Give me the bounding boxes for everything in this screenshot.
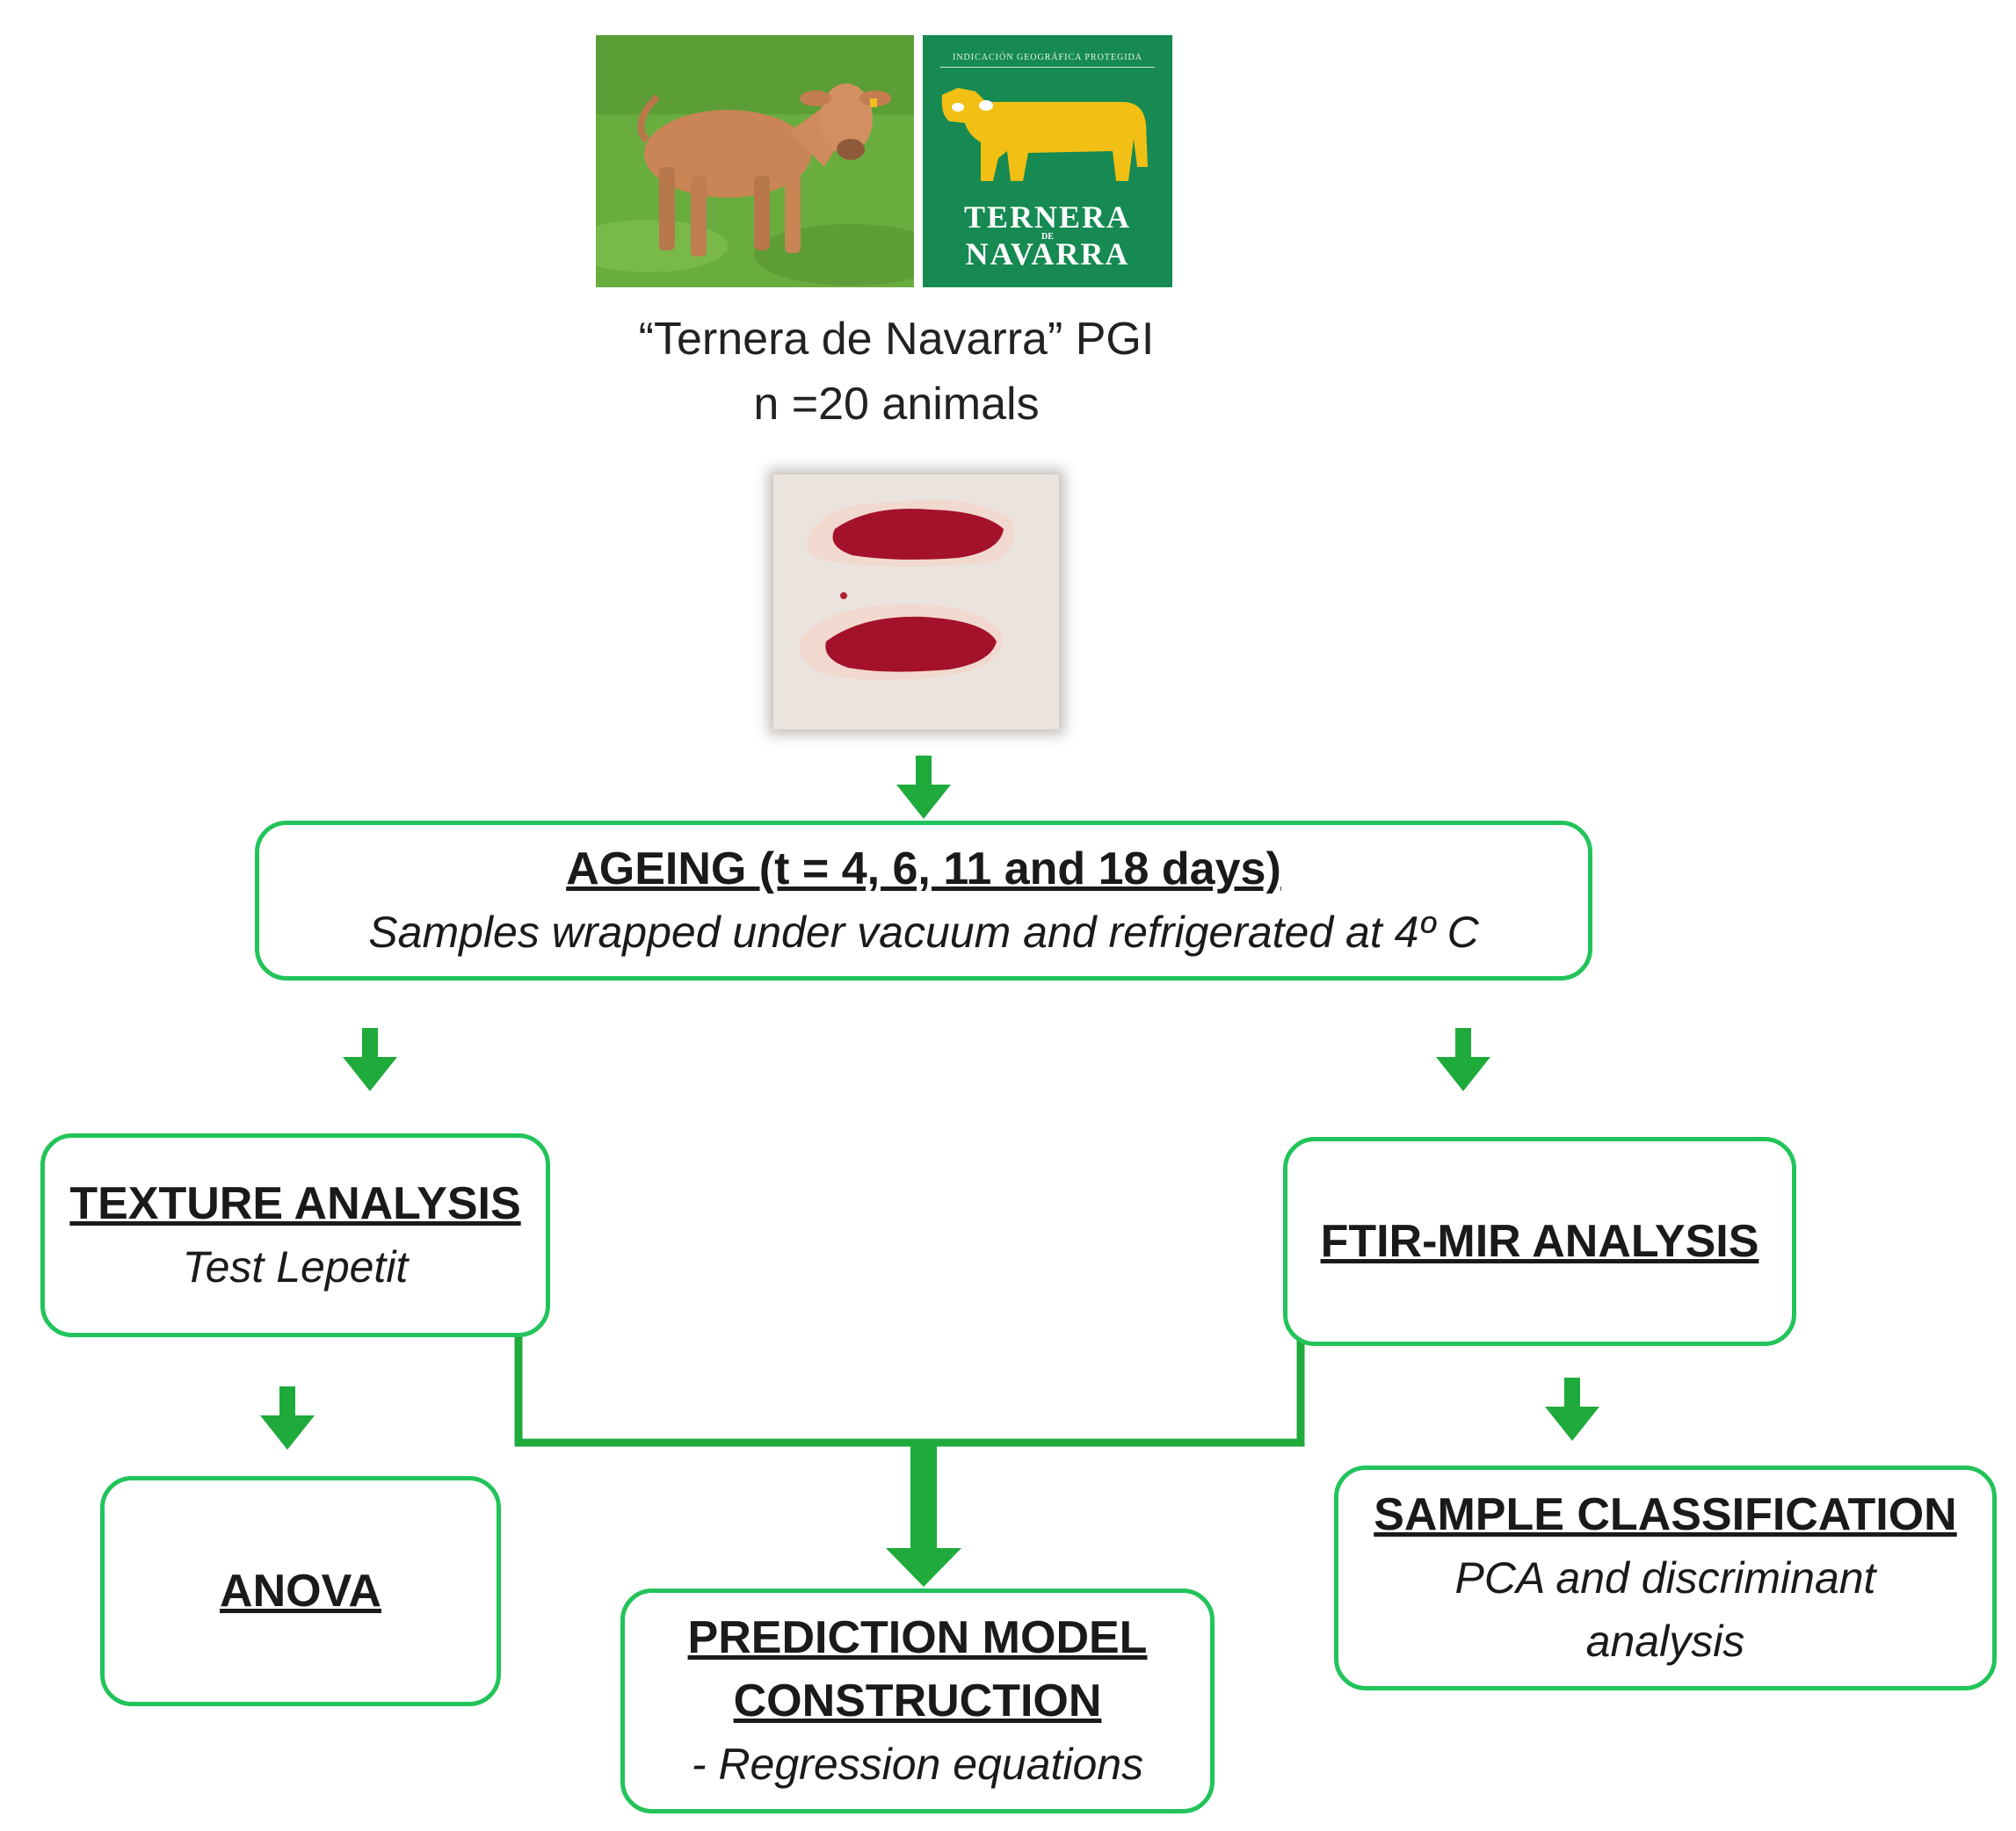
pgi-logo: INDICACIÓN GEOGRÁFICA PROTEGIDA TERNERA … (923, 35, 1172, 287)
ageing-subtitle: Samples wrapped under vacuum and refrige… (368, 908, 1479, 957)
caption-pgi: “Ternera de Navarra” PGI (638, 314, 1155, 365)
texture-subtitle: Test Lepetit (182, 1242, 409, 1292)
prediction-title-line2: CONSTRUCTION (733, 1675, 1102, 1726)
logo-text-line2: DE (1041, 232, 1054, 242)
texture-title: TEXTURE ANALYSIS (69, 1178, 521, 1229)
ageing-node: AGEING (t = 4, 6, 11 and 18 days) Sample… (255, 821, 1592, 981)
prediction-model-node: PREDICTION MODEL CONSTRUCTION - Regressi… (620, 1589, 1215, 1813)
arrow-down-icon (260, 1386, 315, 1450)
prediction-subtitle: - Regression equations (691, 1740, 1144, 1789)
ftir-analysis-node: FTIR-MIR ANALYSIS (1283, 1137, 1796, 1346)
logo-text-line1: TERNERA (963, 199, 1132, 235)
ageing-title: AGEING (t = 4, 6, 11 and 18 days) (566, 843, 1281, 894)
arrow-down-icon (343, 1028, 397, 1091)
caption-animals: n =20 animals (753, 379, 1040, 430)
anova-node: ANOVA (100, 1476, 501, 1706)
merge-connector (514, 1335, 1305, 1447)
sample-title: SAMPLE CLASSIFICATION (1374, 1489, 1957, 1540)
ftir-title: FTIR-MIR ANALYSIS (1320, 1216, 1759, 1267)
arrow-down-icon (1436, 1028, 1490, 1091)
arrow-down-icon (1545, 1378, 1599, 1441)
arrow-down-icon (896, 756, 951, 819)
calf-illustration (596, 35, 914, 287)
arrow-down-icon (886, 1443, 961, 1587)
meat-photo (773, 474, 1059, 729)
calf-photo (596, 35, 914, 287)
sample-subtitle-line2: analysis (1585, 1617, 1745, 1666)
sample-subtitle-line1: PCA and discriminant (1454, 1553, 1876, 1603)
logo-top-text: INDICACIÓN GEOGRÁFICA PROTEGIDA (953, 53, 1142, 62)
texture-analysis-node: TEXTURE ANALYSIS Test Lepetit (40, 1133, 550, 1337)
cow-silhouette-icon (941, 88, 1148, 181)
meat-illustration (773, 474, 1059, 729)
sample-classification-node: SAMPLE CLASSIFICATION PCA and discrimina… (1334, 1466, 1997, 1690)
prediction-title-line1: PREDICTION MODEL (687, 1612, 1148, 1663)
logo-divider (940, 67, 1155, 68)
logo-text-line3: NAVARRA (965, 236, 1130, 271)
anova-title: ANOVA (220, 1566, 381, 1617)
